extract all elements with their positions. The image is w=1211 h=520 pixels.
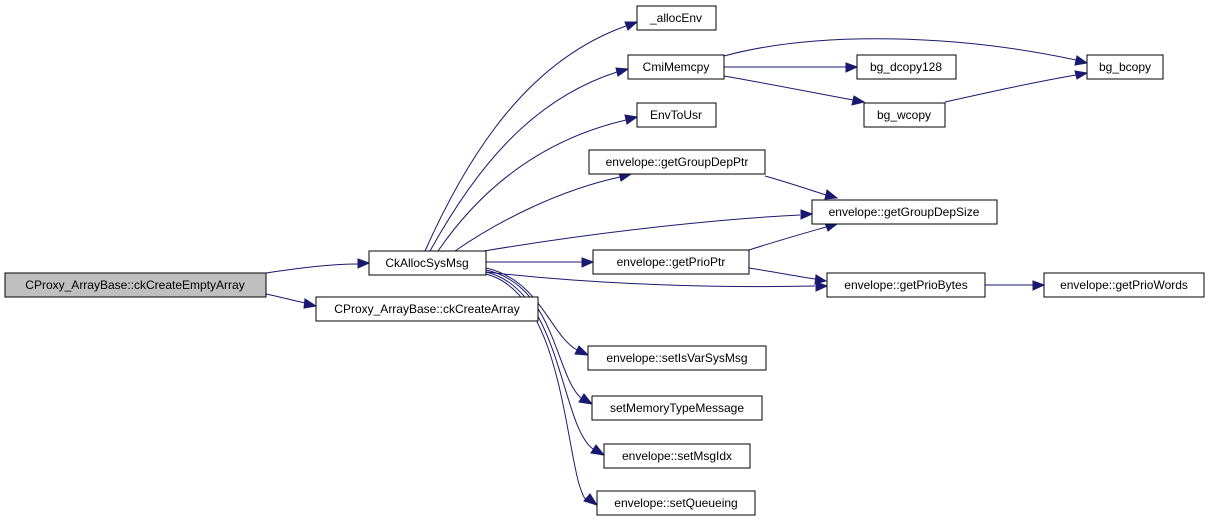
node-getgroupdepsize[interactable]: envelope::getGroupDepSize: [811, 199, 998, 225]
arrowhead: [814, 274, 828, 285]
node-allocenv[interactable]: _allocEnv: [636, 5, 717, 31]
node-label: envelope::setQueueing: [614, 496, 737, 510]
node-getpriobytes[interactable]: envelope::getPrioBytes: [826, 272, 986, 298]
arrowhead: [624, 21, 639, 31]
arrowhead: [624, 114, 639, 125]
arrowhead: [1032, 280, 1046, 291]
node-envtousr[interactable]: EnvToUsr: [636, 102, 717, 128]
node-label: envelope::getGroupDepPtr: [606, 155, 749, 169]
node-getprioptr[interactable]: envelope::getPrioPtr: [592, 249, 750, 275]
arrowhead: [590, 444, 606, 456]
node-setmemorytypemessage[interactable]: setMemoryTypeMessage: [591, 395, 763, 421]
arrowhead: [1074, 55, 1089, 66]
edge-ckallocsysmsg-to-setmemorytypemessage: [485, 269, 582, 399]
node-setisvarsysmsg[interactable]: envelope::setIsVarSysMsg: [587, 345, 767, 371]
edge-ckallocsysmsg-to-getgroupdepptr: [454, 176, 621, 252]
edge-ckallocsysmsg-to-allocenv: [424, 25, 627, 252]
edge-getprioptr-to-getpriobytes: [748, 267, 816, 280]
arrowhead: [357, 258, 371, 269]
node-setmsgidx[interactable]: envelope::setMsgIdx: [603, 443, 751, 469]
node-label: envelope::getPrioBytes: [844, 278, 967, 292]
arrowhead: [824, 189, 839, 200]
node-ckcreatearray[interactable]: CProxy_ArrayBase::ckCreateArray: [315, 296, 539, 322]
arrowhead: [581, 257, 595, 268]
node-label: envelope::setIsVarSysMsg: [606, 351, 747, 365]
node-label: bg_wcopy: [877, 108, 931, 122]
arrowhead: [1074, 70, 1089, 80]
arrowhead: [583, 493, 599, 506]
node-getgroupdepptr[interactable]: envelope::getGroupDepPtr: [588, 149, 766, 175]
call-nodes: CProxy_ArrayBase::ckCreateEmptyArray CkA…: [4, 5, 1205, 516]
arrowhead: [303, 298, 318, 309]
node-label: CmiMemcpy: [643, 60, 710, 74]
edge-cmimemcpy-to-bgbcopy: [723, 38, 1077, 61]
edge-bgwcopy-to-bgbcopy: [944, 74, 1077, 103]
arrowhead: [845, 62, 859, 73]
node-label: _allocEnv: [649, 11, 702, 25]
node-cmimemcpy[interactable]: CmiMemcpy: [627, 54, 725, 80]
edge-root-to-ckcreatearray: [265, 293, 306, 304]
edge-cmimemcpy-to-bgwcopy: [723, 75, 854, 101]
node-label: envelope::getPrioWords: [1060, 278, 1188, 292]
node-label: CProxy_ArrayBase::ckCreateArray: [334, 302, 519, 316]
edge-getgroupdepptr-to-getgroupdepsize: [764, 175, 827, 196]
node-label: envelope::getGroupDepSize: [829, 205, 980, 219]
node-ckallocsysmsg[interactable]: CkAllocSysMsg: [368, 250, 487, 276]
node-bgdcopy128[interactable]: bg_dcopy128: [856, 54, 957, 80]
node-ckcreateemptyarray[interactable]: CProxy_ArrayBase::ckCreateEmptyArray: [4, 272, 267, 298]
arrowhead: [851, 95, 866, 106]
node-setqueueing[interactable]: envelope::setQueueing: [596, 490, 756, 516]
arrowhead: [574, 345, 590, 356]
node-getpriowords[interactable]: envelope::getPrioWords: [1043, 272, 1205, 298]
arrowhead: [815, 281, 829, 292]
node-bgwcopy[interactable]: bg_wcopy: [863, 102, 946, 128]
edge-getprioptr-to-getgroupdepsize: [748, 226, 827, 251]
node-label: CProxy_ArrayBase::ckCreateEmptyArray: [25, 278, 244, 292]
edge-ckallocsysmsg-to-setqueueing: [485, 273, 587, 501]
node-label: setMemoryTypeMessage: [610, 401, 744, 415]
edge-root-to-ckallocsysmsg: [265, 263, 359, 274]
node-bgbcopy[interactable]: bg_bcopy: [1086, 54, 1164, 80]
node-label: envelope::getPrioPtr: [617, 255, 726, 269]
node-label: EnvToUsr: [650, 108, 702, 122]
edge-ckallocsysmsg-to-cmimemcpy: [429, 71, 618, 252]
edge-ckallocsysmsg-to-getgroupdepsize: [483, 214, 801, 252]
node-label: CkAllocSysMsg: [385, 256, 468, 270]
node-label: envelope::setMsgIdx: [622, 449, 732, 463]
call-edges: [265, 21, 1089, 506]
node-label: bg_dcopy128: [870, 60, 942, 74]
edge-ckallocsysmsg-to-setmsgidx: [485, 271, 594, 450]
arrowhead: [615, 67, 630, 77]
edge-ckallocsysmsg-to-setisvarsysmsg: [485, 267, 578, 351]
arrowhead: [800, 209, 814, 220]
edge-ckallocsysmsg-to-envtousr: [437, 119, 627, 252]
arrowhead: [578, 393, 594, 405]
edge-ckallocsysmsg-to-getpriobytes: [485, 271, 816, 288]
node-label: bg_bcopy: [1099, 60, 1151, 74]
